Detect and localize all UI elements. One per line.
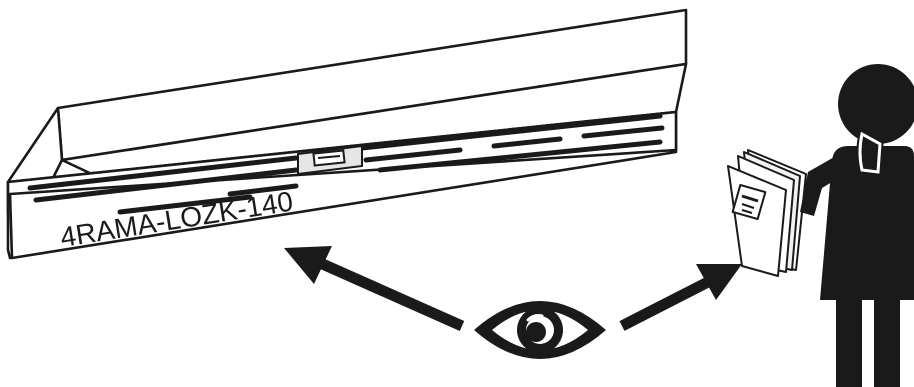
person-icon (800, 64, 914, 387)
person-head (838, 64, 914, 144)
arrow-right-icon (622, 264, 742, 326)
arrow-left-icon (284, 246, 462, 326)
eye-icon (474, 301, 606, 359)
manual-booklet-icon (728, 150, 806, 276)
person-torso (820, 146, 914, 387)
